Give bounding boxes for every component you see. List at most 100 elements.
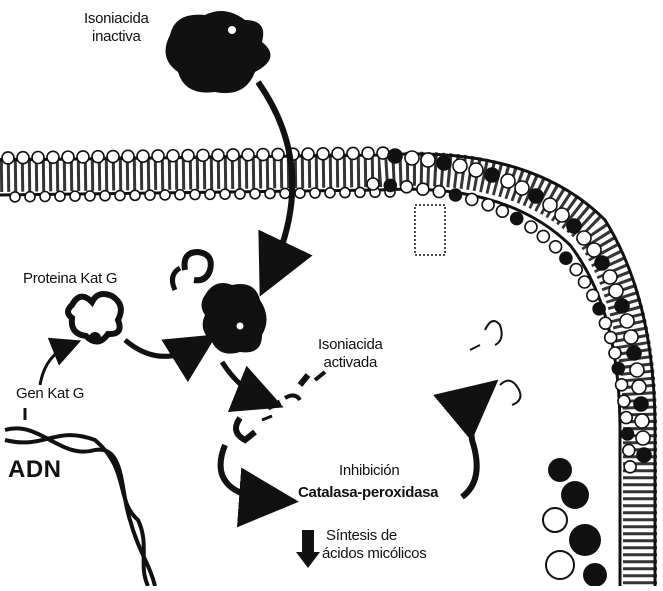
lipid-head (453, 159, 467, 173)
lipid-head (496, 205, 508, 217)
lipid-head (511, 213, 523, 225)
lipid-head (630, 363, 644, 377)
lipid-head (624, 461, 636, 473)
lipid-head (220, 189, 230, 199)
lipid-head (272, 148, 284, 160)
inhibition-label: Inhibición (339, 462, 399, 480)
activated-isoniazid-fragments (236, 372, 325, 440)
lipid-head (636, 431, 650, 445)
lipid-head (2, 152, 14, 164)
lipid-head (302, 148, 314, 160)
lipid-head (620, 314, 634, 328)
lipid-head (620, 412, 632, 424)
lipid-head (543, 198, 557, 212)
lipid-head (515, 181, 529, 195)
lipid-head (632, 380, 646, 394)
lipid-head (115, 191, 125, 201)
lipid-head (280, 188, 290, 198)
dna-label: ADN (8, 456, 62, 485)
inhibition-arrow (221, 445, 275, 500)
lipid-head (152, 150, 164, 162)
lipid-head (145, 190, 155, 200)
lipid-head (609, 347, 621, 359)
lipid-head (92, 151, 104, 163)
lipid-head (577, 231, 591, 245)
lipid-head (529, 189, 543, 203)
lipid-head (637, 448, 651, 462)
lipid-head (417, 183, 429, 195)
lipid-head (137, 150, 149, 162)
lipid-head (555, 208, 569, 222)
lipid-head (295, 188, 305, 198)
lipid-head (421, 153, 435, 167)
lipid-head (182, 150, 194, 162)
lipid-head (450, 189, 462, 201)
lipid-head (616, 379, 628, 391)
lipid-head (17, 152, 29, 164)
lipid-head (469, 163, 483, 177)
lipid-cluster (543, 458, 607, 586)
lipid-head (317, 148, 329, 160)
lipid-head (627, 346, 641, 360)
lipid-head (501, 174, 515, 188)
lipid-head (130, 190, 140, 200)
lipid-head (77, 151, 89, 163)
lipid-head (615, 299, 629, 313)
lipid-head (618, 395, 630, 407)
lipid-head (257, 149, 269, 161)
lipid-head (599, 317, 611, 329)
lipid-head (25, 192, 35, 202)
lipid-head (310, 188, 320, 198)
lipid-head (367, 178, 379, 190)
lipid-head (55, 191, 65, 201)
lipid-head (340, 188, 350, 198)
lipid-head (122, 150, 134, 162)
lipid-head (622, 428, 634, 440)
lipid-head (609, 284, 623, 298)
expression-arrow (40, 345, 70, 385)
katg-protein-label: Proteina Kat G (23, 270, 117, 288)
lipid-head (634, 397, 648, 411)
lipid-head (579, 276, 591, 288)
lipid-head (570, 264, 582, 276)
inactive-isoniazid-shape (166, 11, 271, 93)
lipid-head (197, 149, 209, 161)
activated-isoniazid-label: Isoniacida activada (318, 336, 383, 372)
lipid-head (190, 190, 200, 200)
katg-activated-complex (172, 252, 266, 354)
inactive-isoniazid-label: Isoniacida inactiva (84, 10, 149, 46)
lipid-head (401, 181, 413, 193)
decrease-arrow (296, 530, 320, 568)
lipid-head (437, 156, 451, 170)
lipid-head (32, 152, 44, 164)
lipid-head (362, 147, 374, 159)
lipid-head (612, 362, 624, 374)
lipid-head (347, 147, 359, 159)
lipid-head (433, 186, 445, 198)
lipid-head (100, 191, 110, 201)
lipid-head (550, 241, 562, 253)
lipid-head (205, 189, 215, 199)
lipid-head (40, 192, 50, 202)
lipid-head (525, 221, 537, 233)
lipid-head (603, 270, 617, 284)
lipid-head (587, 289, 599, 301)
synthesis-label-line1: Síntesis de (326, 527, 426, 545)
lipid-head (212, 149, 224, 161)
mycolic-acid-squiggles (470, 321, 520, 405)
lipid-head (587, 243, 601, 257)
lipid-head (466, 193, 478, 205)
katg-protein-shape (68, 294, 121, 344)
lipid-head (227, 149, 239, 161)
synthesis-label: Síntesis de ácidos micólicos (326, 527, 426, 563)
lipid-head (265, 189, 275, 199)
lipid-head (332, 148, 344, 160)
inactive-isoniazid-label-line2: inactiva (84, 28, 149, 46)
lipid-head (175, 190, 185, 200)
synthesis-label-line2: ácidos micólicos (322, 545, 426, 563)
activated-isoniazid-label-line2: activada (318, 354, 383, 372)
lipid-head (560, 252, 572, 264)
lipid-head (593, 303, 605, 315)
lipid-head (325, 188, 335, 198)
